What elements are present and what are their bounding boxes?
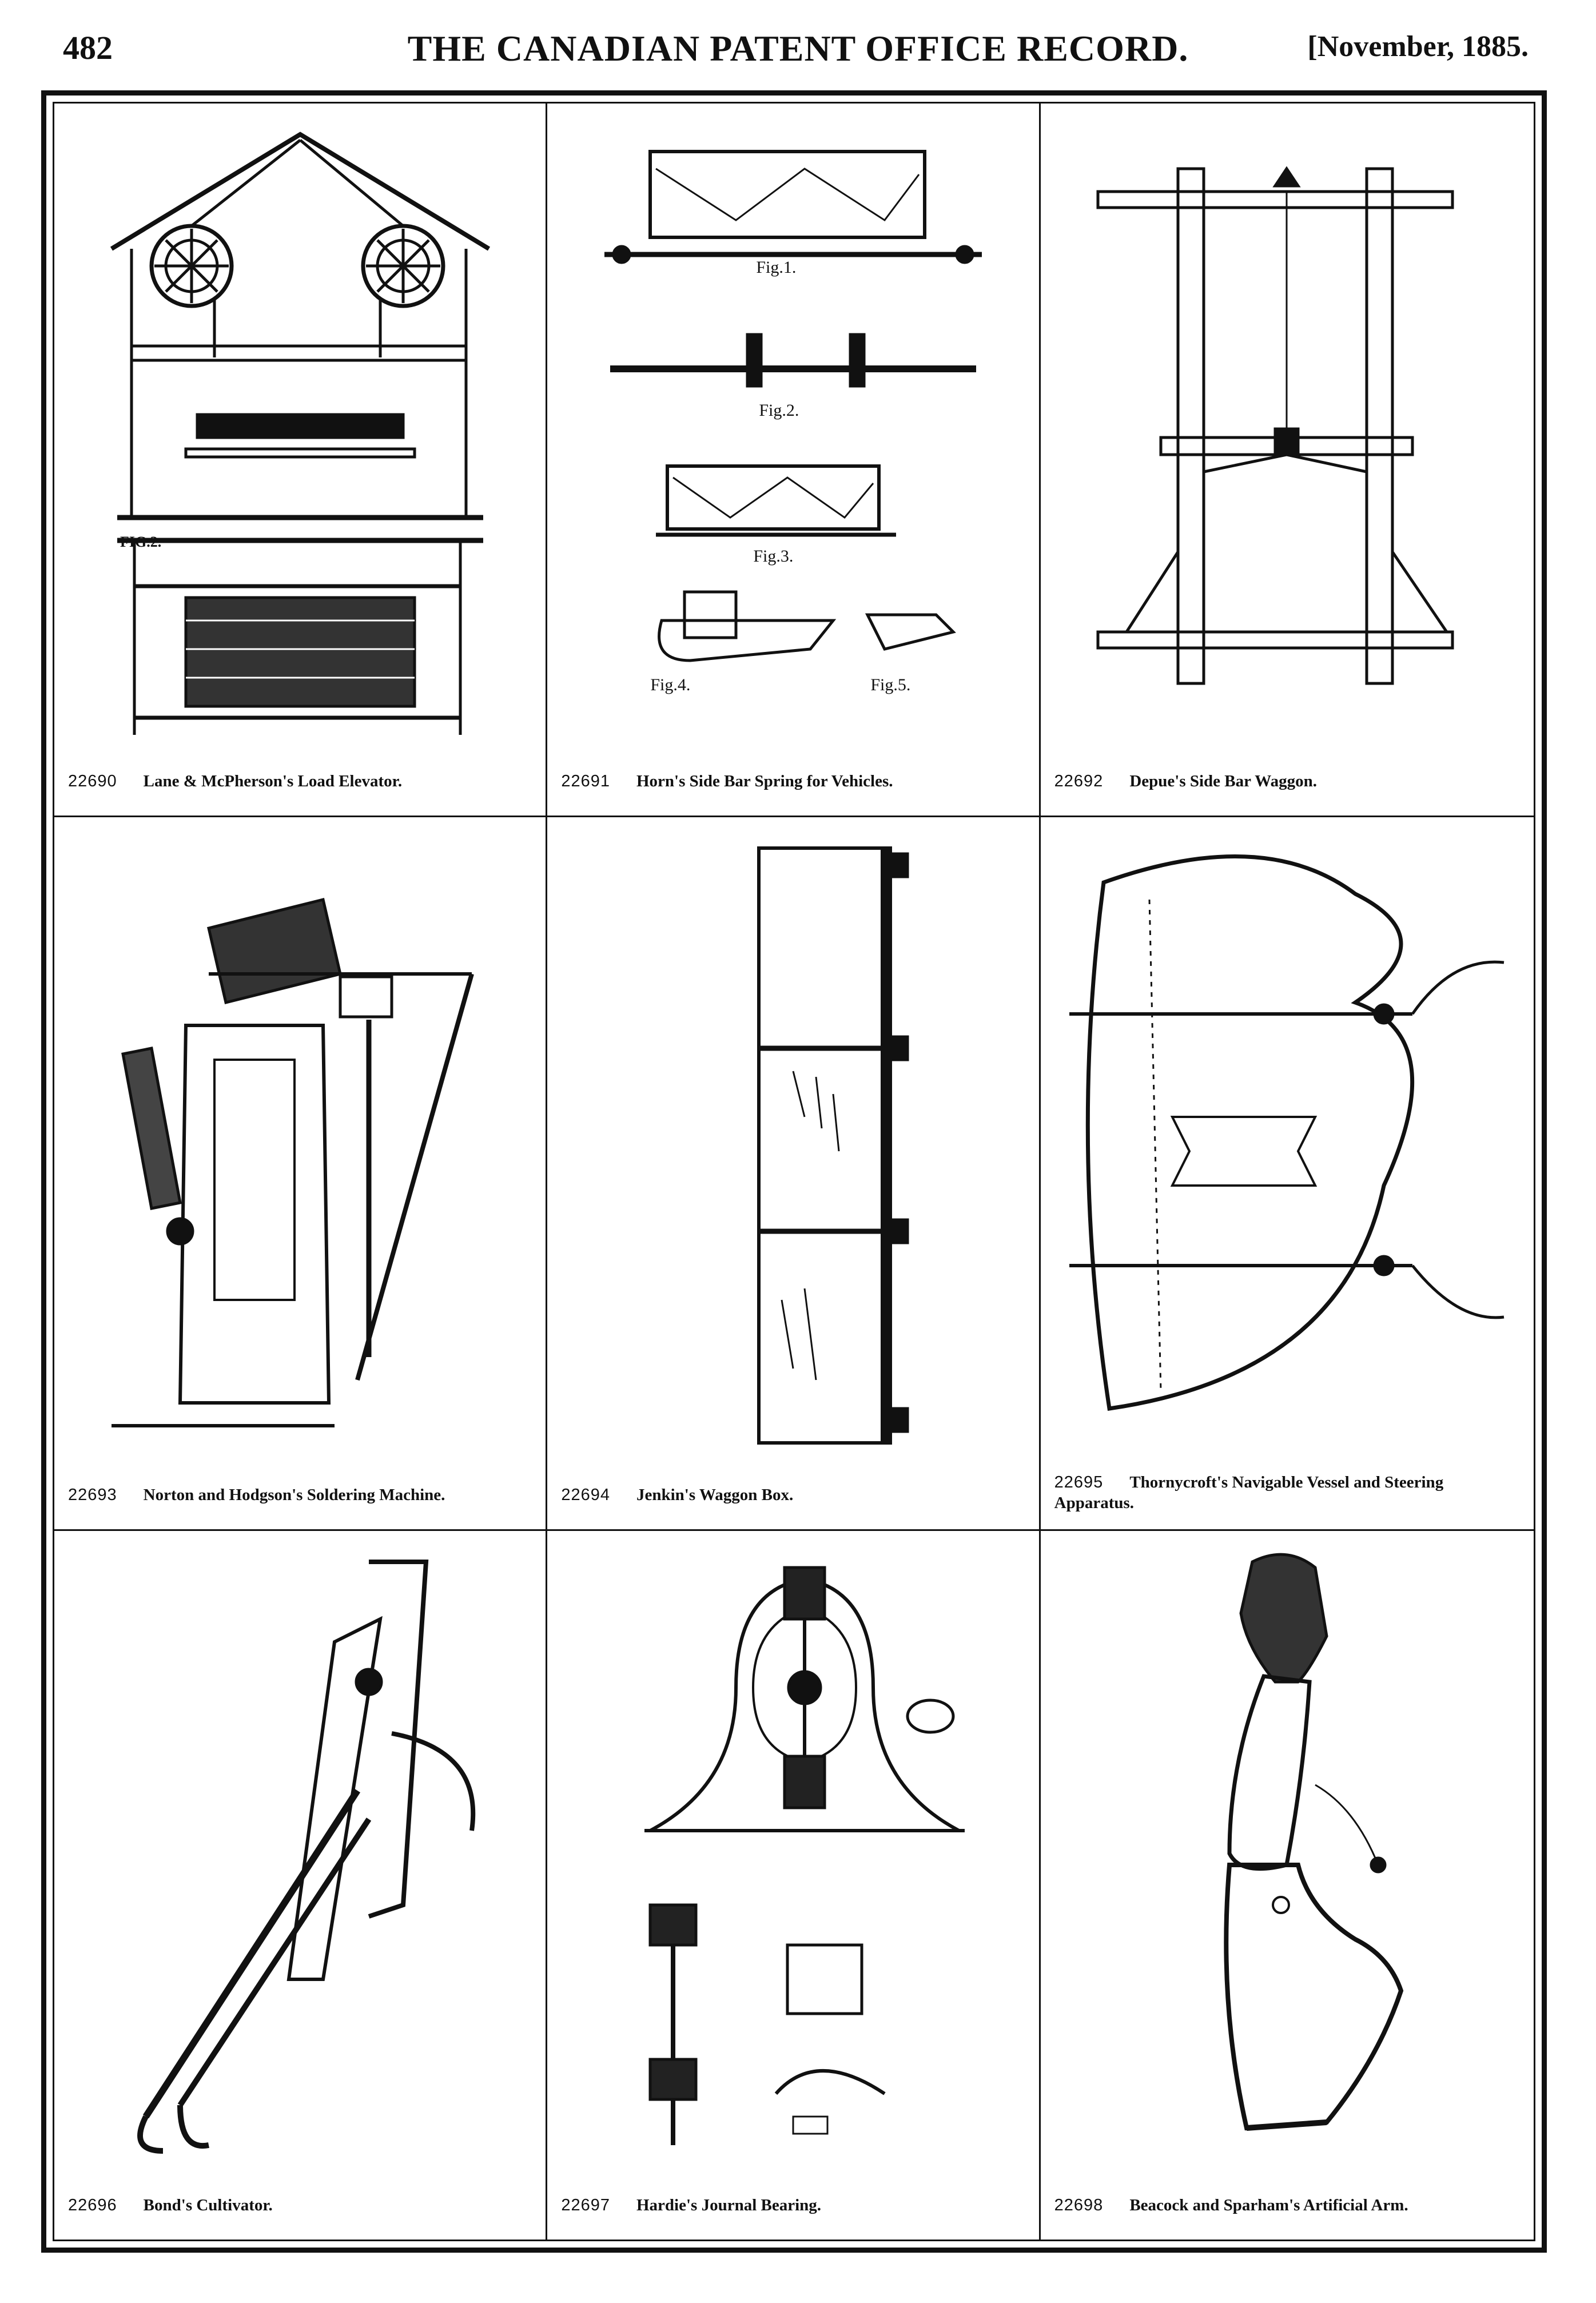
patent-number: 22694 (561, 1486, 610, 1504)
patent-caption: 22691 Horn's Side Bar Spring for Vehicles… (561, 771, 1025, 791)
patent-cell-22690: FIG.2. 22690 Lane & McPherson's Load Elev… (54, 104, 548, 817)
patent-caption: 22692 Depue's Side Bar Waggon. (1054, 771, 1520, 791)
patent-caption: 22690 Lane & McPherson's Load Elevator. (68, 771, 532, 791)
patent-number: 22695 (1054, 1473, 1104, 1491)
patent-cell-22692: 22692 Depue's Side Bar Waggon. (1040, 104, 1534, 817)
patent-caption: 22693 Norton and Hodgson's Soldering Mach… (68, 1485, 532, 1505)
soldering-machine-drawing (112, 897, 474, 1427)
patent-cell-22698: 22698 Beacock and Sparham's Artificial Ar… (1041, 1531, 1534, 2240)
figure-label: Fig.3. (753, 547, 794, 566)
journal-title: THE CANADIAN PATENT OFFICE RECORD. (407, 28, 1189, 69)
patent-number: 22692 (1054, 772, 1104, 790)
patent-title: Horn's Side Bar Spring for Vehicles. (636, 772, 893, 790)
side-bar-waggon-drawing (1096, 166, 1454, 685)
patent-title: Lane & McPherson's Load Elevator. (143, 772, 403, 790)
patent-caption: 22696 Bond's Cultivator. (68, 2195, 532, 2216)
figure-label: Fig.5. (870, 675, 911, 694)
figure-label: Fig.4. (650, 675, 691, 694)
patent-number: 22697 (561, 2196, 610, 2214)
patent-title: Jenkin's Waggon Box. (636, 1486, 794, 1504)
figure-label: FIG.2. (120, 534, 162, 550)
patent-grid: FIG.2. 22690 Lane & McPherson's Load Elev… (53, 102, 1535, 2241)
navigable-vessel-drawing (1069, 854, 1504, 1411)
patent-caption: 22698 Beacock and Sparham's Artificial Ar… (1054, 2195, 1520, 2216)
patent-number: 22693 (68, 1486, 117, 1504)
waggon-box-drawing (757, 846, 909, 1445)
page-header: 482 THE CANADIAN PATENT OFFICE RECORD. [… (0, 23, 1596, 80)
patent-title: Depue's Side Bar Waggon. (1129, 772, 1317, 790)
patent-cell-22696: 22696 Bond's Cultivator. (54, 1531, 548, 2240)
patent-cell-22693: 22693 Norton and Hodgson's Soldering Mach… (54, 817, 548, 1531)
patent-caption: 22697 Hardie's Journal Bearing. (561, 2195, 1025, 2216)
cultivator-drawing (137, 1560, 476, 2154)
figure-label: Fig.1. (756, 258, 797, 277)
patent-cell-22694: 22694 Jenkin's Waggon Box. (547, 817, 1041, 1531)
patent-number: 22691 (561, 772, 610, 790)
patent-number: 22696 (68, 2196, 117, 2214)
patent-title: Norton and Hodgson's Soldering Machine. (143, 1486, 445, 1504)
patent-title: Bond's Cultivator. (143, 2196, 273, 2214)
patent-number: 22698 (1054, 2196, 1104, 2214)
page-border (41, 90, 1547, 2253)
patent-cell-22691: Fig.1. Fig.2. Fig.3. Fig.4. Fig.5. 22691… (547, 104, 1041, 817)
side-bar-spring-drawing (604, 150, 982, 662)
patent-number: 22690 (68, 772, 117, 790)
artificial-arm-drawing (1223, 1553, 1403, 2131)
issue-date: [November, 1885. (1307, 30, 1529, 63)
patent-title: Thornycroft's Navigable Vessel and Steer… (1054, 1473, 1444, 1512)
patent-title: Hardie's Journal Bearing. (636, 2196, 822, 2214)
journal-bearing-drawing (644, 1566, 965, 2145)
page-number: 482 (63, 29, 113, 66)
patent-caption: 22694 Jenkin's Waggon Box. (561, 1485, 1025, 1505)
patent-title: Beacock and Sparham's Artificial Arm. (1129, 2196, 1408, 2214)
figure-label: Fig.2. (759, 401, 799, 420)
load-elevator-drawing (110, 132, 491, 735)
patent-cell-22697: 22697 Hardie's Journal Bearing. (547, 1531, 1041, 2240)
